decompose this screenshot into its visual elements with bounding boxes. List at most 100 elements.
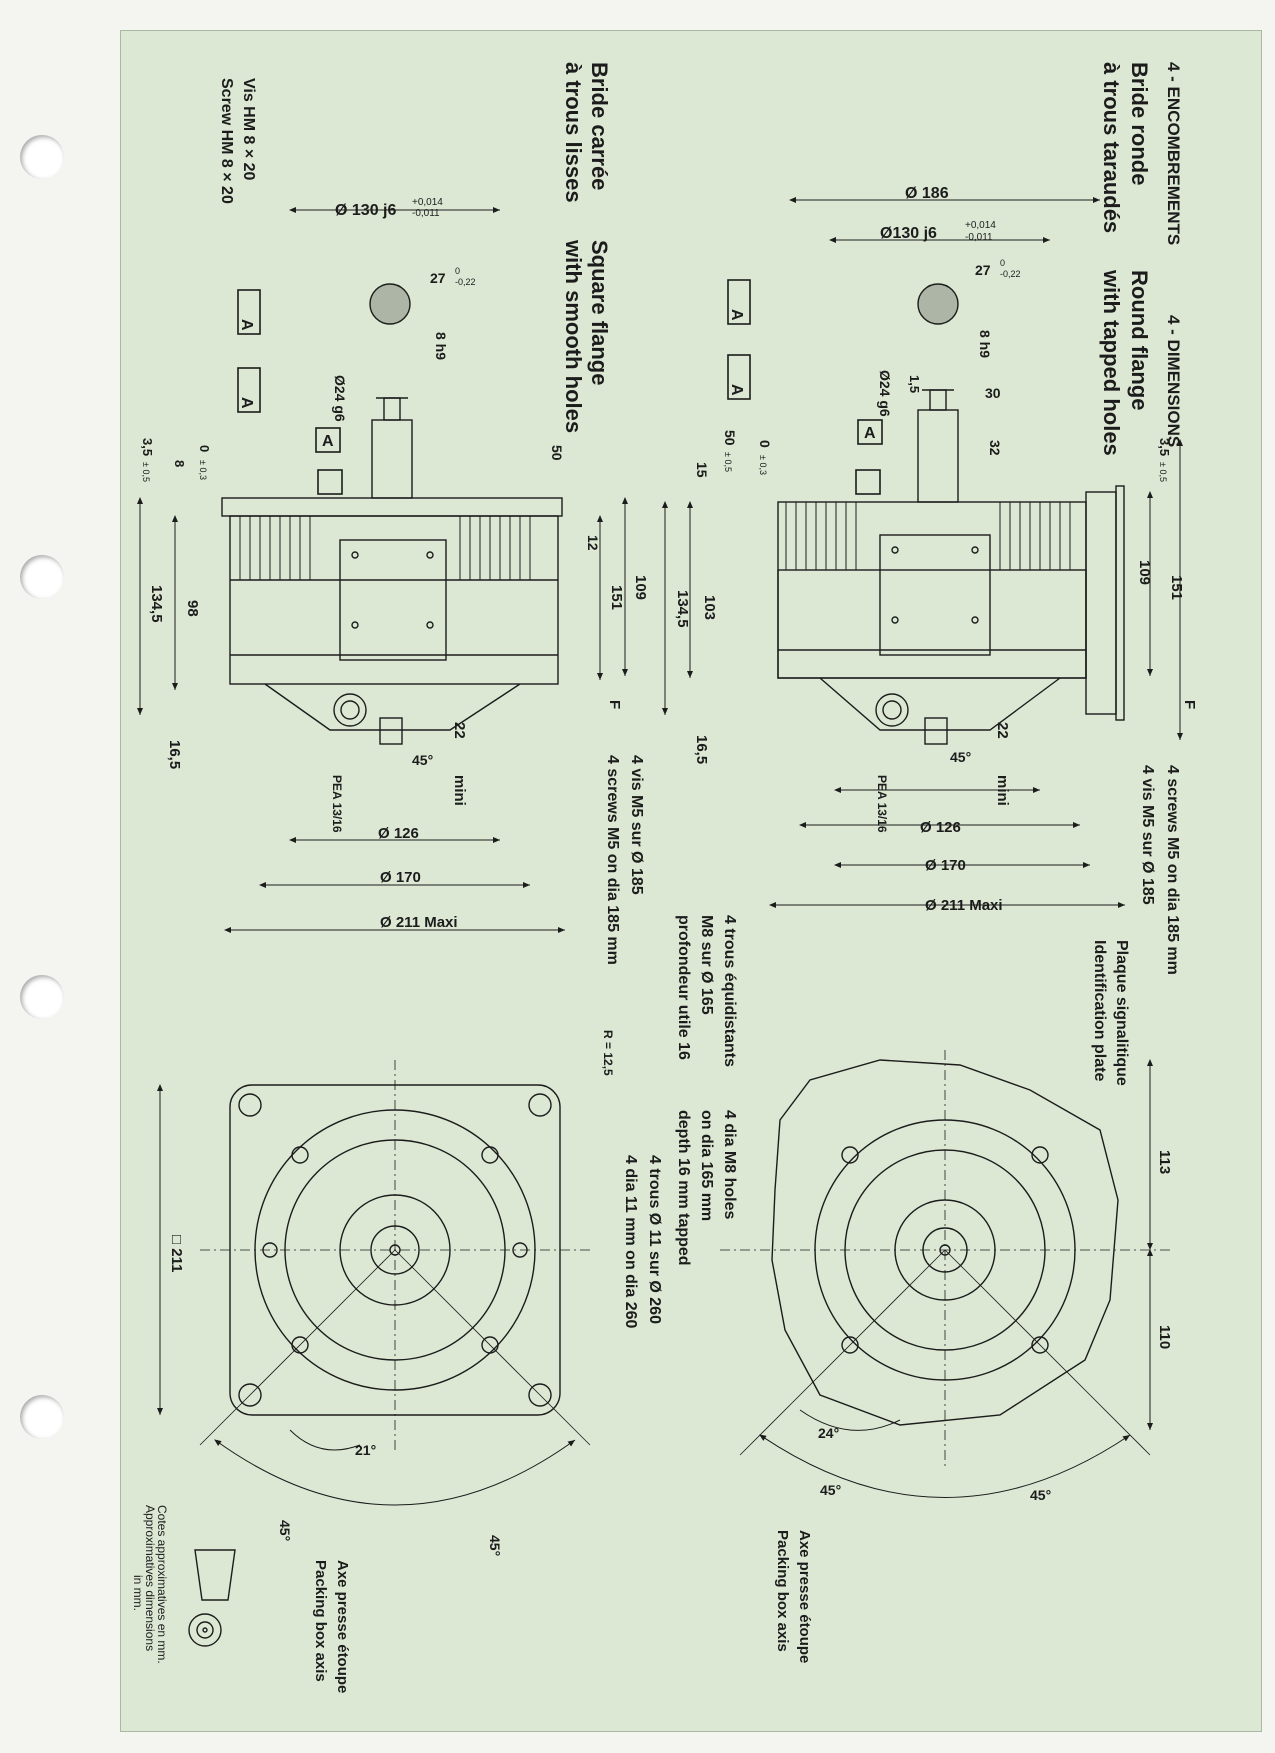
dim-zero-square: 0 xyxy=(197,445,212,452)
round-flange-title-fr-2: à trous taraudés xyxy=(1099,62,1124,233)
dim-zero-tol-square: ± 0,3 xyxy=(198,460,208,480)
dim-110-round: 110 xyxy=(1156,1325,1173,1349)
footer-note-en-2: in mm. xyxy=(131,1575,145,1611)
dim-d22-round: 22 xyxy=(994,722,1011,739)
square-screws-fr: 4 vis M5 sur Ø 185 xyxy=(628,755,645,895)
dim-d151-square: 151 xyxy=(608,585,625,610)
dim-d35-square: 3,5 xyxy=(140,438,155,456)
round-flange-title-en-2: with tapped holes xyxy=(1099,269,1124,456)
round-screws-en: 4 screws M5 on dia 185 mm xyxy=(1164,765,1181,975)
round-plate-en: Identification plate xyxy=(1091,940,1108,1081)
dim-zero-tol-round: ± 0,3 xyxy=(758,455,768,475)
dim-d35-tol-round: ± 0,5 xyxy=(1158,462,1168,482)
dim-key27-tol-top-round: 0 xyxy=(1000,258,1005,268)
dim-zero-round: 0 xyxy=(757,440,773,448)
dim-d130-tol-top-square: +0,014 xyxy=(412,197,443,208)
dim-d109-round: 109 xyxy=(1136,560,1153,585)
round-holes-fr-3: profondeur utile 16 xyxy=(675,915,692,1060)
dim-d211-square: Ø 211 Maxi xyxy=(380,914,458,931)
binder-hole-lower-middle xyxy=(20,975,64,1019)
label-pea-round: PEA 13/16 xyxy=(875,775,889,833)
dim-d165-round: 16,5 xyxy=(693,735,710,764)
dim-a45-round: 45° xyxy=(950,749,971,765)
round-axis-fr: Axe presse étoupe xyxy=(796,1530,813,1663)
square-flange-side-view xyxy=(137,207,628,933)
dim-shaft-round: Ø24 g6 xyxy=(877,370,893,417)
angle-45b-square: 45° xyxy=(487,1535,503,1556)
square-title-en-2: with smooth holes xyxy=(561,239,586,433)
dim-d130-tol-top-round: +0,014 xyxy=(965,220,996,231)
angle-21-square: 21° xyxy=(355,1442,376,1458)
square-title-fr-1: Bride carrée xyxy=(587,62,612,190)
round-screws-fr: 4 vis M5 sur Ø 185 xyxy=(1139,765,1156,905)
datum-a-round-2: A xyxy=(728,384,745,396)
round-holes-fr-1: 4 trous équidistants xyxy=(721,915,738,1067)
label-pea-square: PEA 13/16 xyxy=(330,775,344,833)
datum-a-square-2: A xyxy=(238,397,255,409)
square-title-fr-2: à trous lisses xyxy=(561,62,586,203)
square-holes-fr: 4 trous Ø 11 sur Ø 260 xyxy=(646,1155,663,1324)
dim-d50-square: 50 xyxy=(549,445,565,461)
dim-F-round: F xyxy=(1181,700,1198,709)
datum-a-round-1: A xyxy=(728,309,745,321)
dim-mini-round: mini xyxy=(994,775,1011,806)
round-flange-title-fr-1: Bride ronde xyxy=(1127,62,1152,185)
angle-45a-round: 45° xyxy=(820,1482,841,1498)
dim-d186: Ø 186 xyxy=(905,185,949,202)
square-screws-en: 4 screws M5 on dia 185 mm xyxy=(604,755,621,965)
round-holes-en-3: depth 16 mm tapped xyxy=(675,1110,692,1266)
dim-a45-square: 45° xyxy=(412,752,433,768)
dim-F-square: F xyxy=(606,700,623,709)
dim-key27-tol-bot-round: -0,22 xyxy=(1000,269,1021,279)
round-flange-side-view xyxy=(662,197,1183,908)
dim-d126-round: Ø 126 xyxy=(920,819,961,836)
binder-hole-top xyxy=(20,135,64,179)
round-holes-en-1: 4 dia M8 holes xyxy=(721,1110,738,1219)
dim-d130-round: Ø130 j6 xyxy=(880,225,937,242)
dim-d103-round: 103 xyxy=(701,595,718,620)
dim-d126-square: Ø 126 xyxy=(378,825,419,842)
footer-note-en-1: Approximatives dimensions xyxy=(143,1505,157,1651)
datum-a-square-1: A xyxy=(238,319,255,331)
square-title-en-1: Square flange xyxy=(587,240,612,385)
dim-d12-square: 12 xyxy=(585,535,601,551)
square-screw-en: Screw HM 8 × 20 xyxy=(218,78,235,204)
round-flange-end-view xyxy=(720,1050,1170,1498)
dim-shaft-square: Ø24 g6 xyxy=(332,375,348,422)
dim-d50-tol-round: ± 0,5 xyxy=(723,452,733,472)
binder-hole-bottom xyxy=(20,1395,64,1439)
round-holes-fr-2: M8 sur Ø 165 xyxy=(698,915,715,1015)
dim-d130-square: Ø 130 j6 xyxy=(335,202,396,219)
dim-d165-square: 16,5 xyxy=(166,740,183,769)
square-r125: R = 12,5 xyxy=(601,1030,615,1076)
dim-mini-square: mini xyxy=(451,775,468,806)
dim-d134-square: 134,5 xyxy=(148,585,165,623)
square-holes-en: 4 dia 11 mm on dia 260 xyxy=(622,1155,639,1329)
section-title-fr: 4 - ENCOMBREMENTS xyxy=(1164,62,1183,245)
drawing-panel xyxy=(120,30,1262,1732)
binder-hole-upper-middle xyxy=(20,555,64,599)
angle-45a-square: 45° xyxy=(277,1520,293,1541)
dim-d130-tol-bot-round: -0,011 xyxy=(965,232,993,243)
dim-d50-round: 50 xyxy=(722,430,738,446)
dim-key27-tol-bot-square: -0,22 xyxy=(455,277,476,287)
datum-a-square-3: A xyxy=(322,433,334,450)
dim-key27-tol-top-square: 0 xyxy=(455,266,460,276)
square-axis-fr: Axe presse étoupe xyxy=(334,1560,351,1693)
dim-key27-round: 27 xyxy=(975,262,991,278)
dim-d130-tol-bot-square: -0,011 xyxy=(412,208,440,219)
dim-h9-round: 8 h9 xyxy=(977,330,993,358)
datum-a-round-3: A xyxy=(864,425,876,442)
dim-d8-square: 8 xyxy=(172,460,187,467)
dim-d134-round: 134,5 xyxy=(674,590,691,628)
dim-d211-round: Ø 211 Maxi xyxy=(925,897,1003,914)
round-plate-fr: Plaque signalitique xyxy=(1113,940,1130,1086)
dim-d151-round: 151 xyxy=(1168,575,1185,600)
dim-d170-square: Ø 170 xyxy=(380,869,421,886)
dim-113-round: 113 xyxy=(1156,1150,1173,1174)
dim-d35-tol-square: ± 0,5 xyxy=(141,462,151,482)
dim-d32-round: 32 xyxy=(987,440,1003,456)
round-axis-en: Packing box axis xyxy=(774,1530,791,1652)
